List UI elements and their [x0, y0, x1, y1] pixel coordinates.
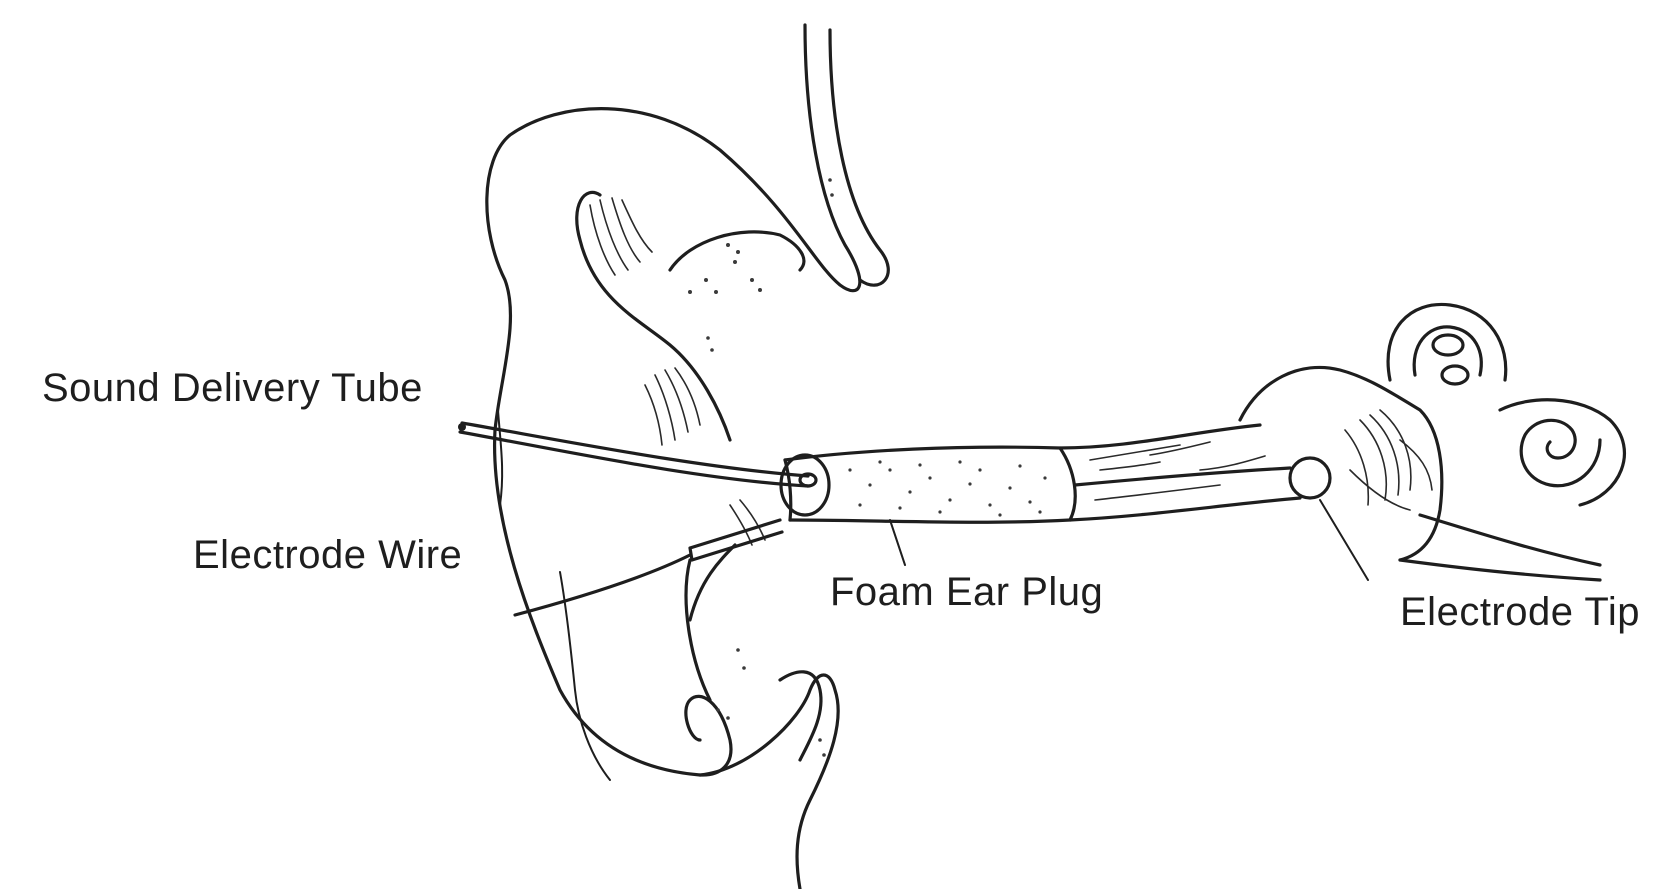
sound-delivery-tube — [462, 423, 808, 476]
leader-electrode-tip — [1320, 500, 1368, 580]
label-electrode-wire: Electrode Wire — [193, 535, 462, 575]
oval-window — [1433, 335, 1463, 355]
sound-delivery-tube-2 — [460, 432, 808, 486]
lobe-curl — [700, 675, 838, 889]
canal-upper-wall — [785, 425, 1260, 460]
pinna-hatch-top — [590, 198, 652, 275]
electrode-wire — [515, 555, 690, 615]
leader-foam-plug — [890, 520, 905, 565]
antitragus — [690, 545, 735, 620]
label-foam-ear-plug: Foam Ear Plug — [830, 572, 1103, 612]
electrode-tip-ball — [1290, 458, 1330, 498]
pinna-stipple — [688, 178, 834, 757]
foam-plug-stipple — [848, 460, 1046, 516]
round-window — [1442, 366, 1468, 384]
label-electrode-tip: Electrode Tip — [1400, 592, 1640, 632]
pinna-hatch-mid — [645, 368, 700, 445]
ossicles-hatch — [1345, 410, 1432, 510]
pinna-outer-upper — [830, 30, 888, 285]
cochlea-outer — [1500, 400, 1624, 505]
eustachian-line — [1420, 515, 1600, 565]
electrode-wire-in-canal — [1075, 468, 1290, 485]
tube-end-dot — [458, 423, 466, 431]
tympanic-region — [1240, 367, 1442, 560]
electrode-wire-sleeve — [690, 520, 782, 560]
cochlea-spiral — [1521, 420, 1600, 485]
label-sound-delivery-tube: Sound Delivery Tube — [42, 368, 423, 408]
canal-lower-wall — [790, 498, 1300, 522]
pinna-outline — [487, 25, 860, 775]
lobe-curl-inner — [780, 672, 821, 760]
eustachian-line-2 — [1400, 560, 1600, 580]
leader-electrode-wire — [560, 572, 610, 780]
